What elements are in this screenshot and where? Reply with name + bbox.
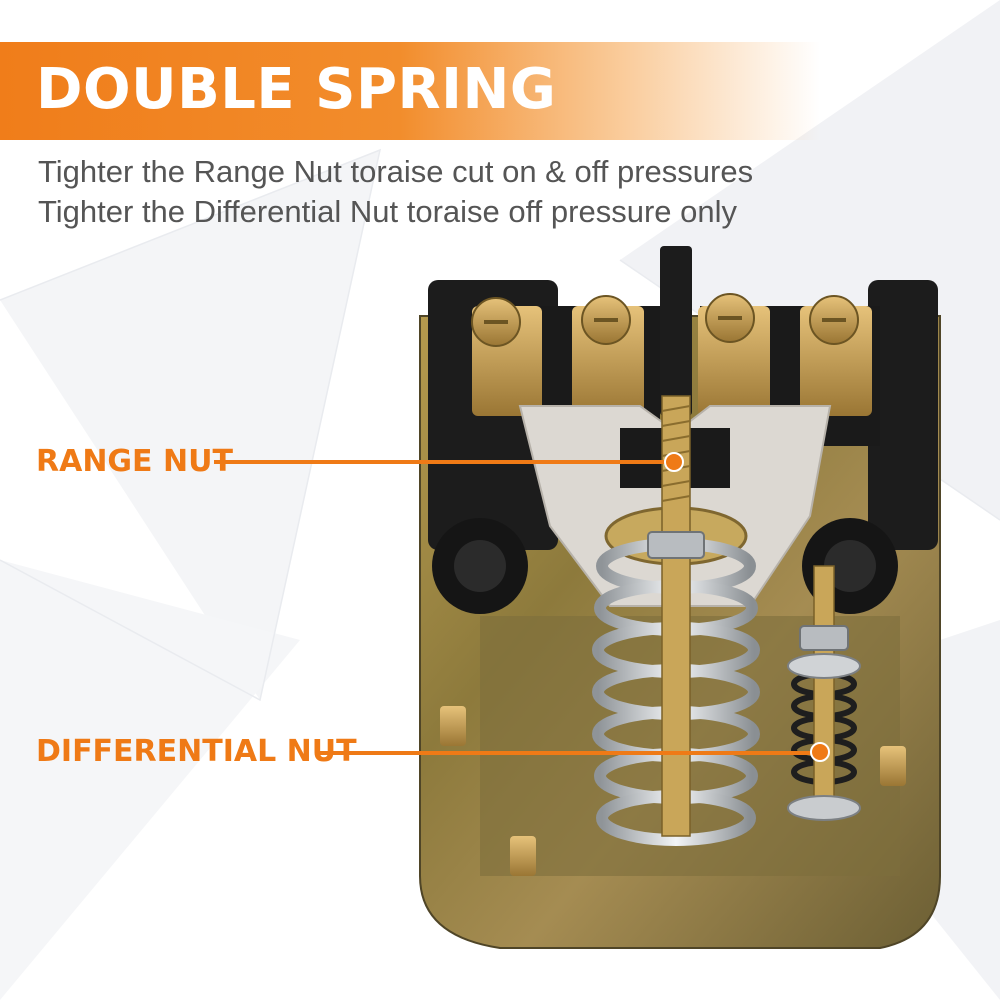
differential-nut-pointer-dot xyxy=(810,742,830,762)
subtitle-line-2: Tighter the Differential Nut toraise off… xyxy=(38,194,737,229)
subtitle-line-1: Tighter the Range Nut toraise cut on & o… xyxy=(38,154,754,189)
range-nut-pointer-dot xyxy=(664,452,684,472)
page-title: DOUBLE SPRING xyxy=(36,57,557,122)
pressure-switch-image xyxy=(419,246,941,949)
differential-nut-label: DIFFERENTIAL NUT xyxy=(36,734,357,769)
differential-nut-pointer-line xyxy=(320,751,816,755)
range-nut-pointer-line xyxy=(214,460,670,464)
title-banner xyxy=(0,42,1000,140)
range-nut-label: RANGE NUT xyxy=(36,444,233,479)
